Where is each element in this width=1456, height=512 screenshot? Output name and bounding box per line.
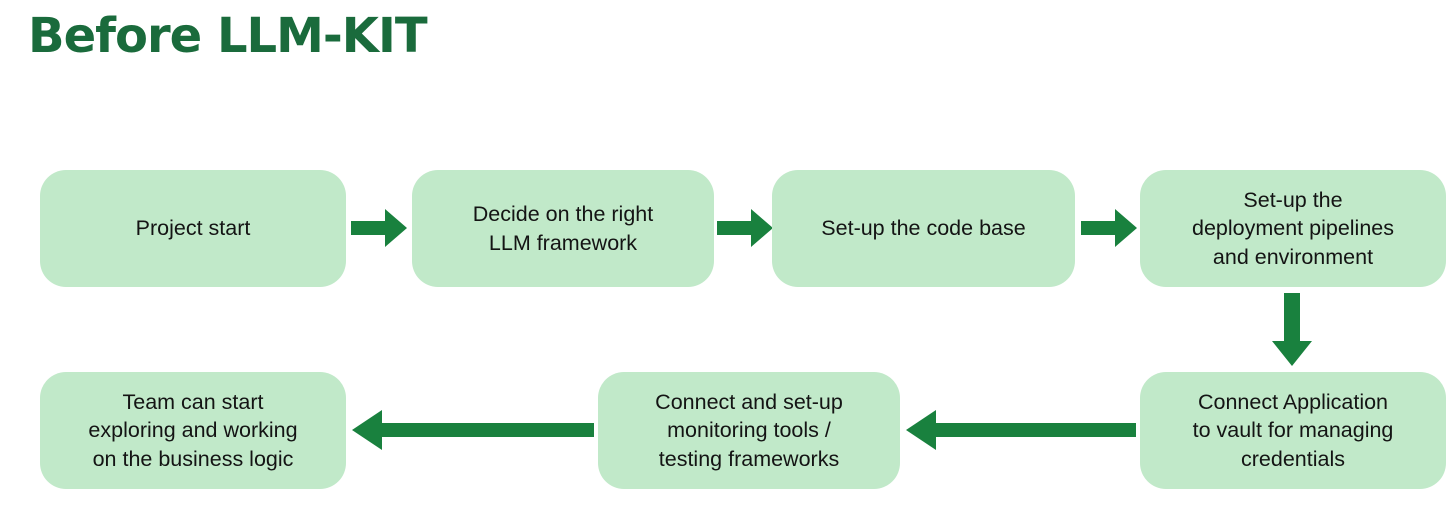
page-title: Before LLM-KIT: [28, 8, 428, 64]
flow-node-setup-code-base: Set-up the code base: [772, 170, 1075, 287]
arrow-left-icon: [906, 410, 1136, 450]
flow-node-decide-framework: Decide on the right LLM framework: [412, 170, 714, 287]
arrow-down-icon: [1272, 293, 1312, 366]
arrow-left-icon: [352, 410, 594, 450]
arrow-right-icon: [351, 209, 407, 247]
flow-node-setup-deployment: Set-up the deployment pipelines and envi…: [1140, 170, 1446, 287]
flow-node-connect-vault: Connect Application to vault for managin…: [1140, 372, 1446, 489]
flow-node-connect-monitoring: Connect and set-up monitoring tools / te…: [598, 372, 900, 489]
flow-node-project-start: Project start: [40, 170, 346, 287]
arrow-right-icon: [717, 209, 773, 247]
flow-node-team-start: Team can start exploring and working on …: [40, 372, 346, 489]
arrow-right-icon: [1081, 209, 1137, 247]
